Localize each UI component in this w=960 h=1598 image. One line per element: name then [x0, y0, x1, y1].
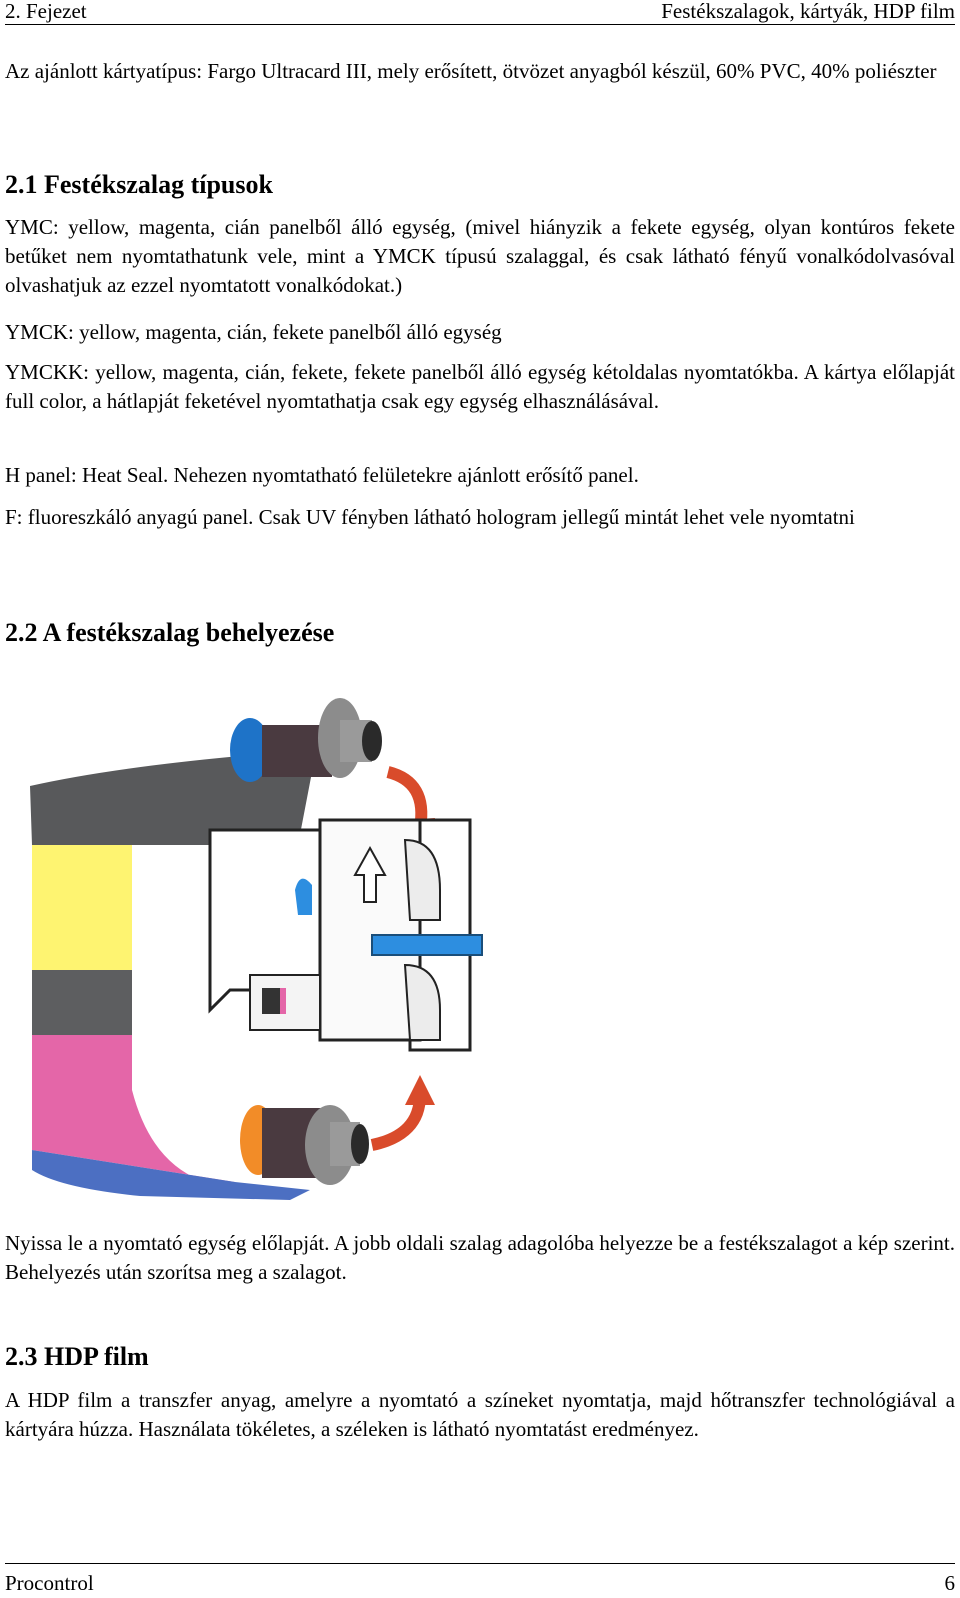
bottom-arrow-head	[405, 1075, 435, 1105]
top-blue-cap	[230, 718, 270, 782]
ribbon-installation-figure	[0, 690, 960, 1230]
spool-holder-upper	[403, 838, 441, 921]
page-number: 6	[944, 1571, 956, 1595]
h-panel-paragraph: H panel: Heat Seal. Nehezen nyomtatható …	[5, 463, 639, 487]
insertion-paragraph: Nyissa le a nyomtató egység előlapját. A…	[5, 1231, 955, 1284]
printer-front-panel	[318, 818, 422, 1042]
print-head-hook	[295, 878, 312, 915]
ribbon-magenta-panel	[32, 1035, 235, 1182]
page-header: 2. Fejezet Festékszalagok, kártyák, HDP …	[5, 0, 955, 25]
color-label-icon	[262, 988, 280, 1014]
blue-tab	[371, 934, 483, 956]
section-heading-2-1: 2.1 Festékszalag típusok	[5, 170, 273, 199]
top-spool-hole	[362, 721, 382, 761]
ribbon-black-panel-2	[32, 970, 132, 1035]
chapter-title: Festékszalagok, kártyák, HDP film	[661, 0, 955, 23]
f-panel-paragraph: F: fluoreszkáló anyagú panel. Csak UV fé…	[5, 505, 855, 529]
color-label-accent	[280, 988, 286, 1014]
section-heading-2-3: 2.3 HDP film	[5, 1342, 149, 1371]
chapter-label: 2. Fejezet	[5, 0, 87, 23]
page-footer: Procontrol 6	[5, 1563, 955, 1595]
hdp-film-paragraph: A HDP film a transzfer anyag, amelyre a …	[5, 1388, 955, 1441]
section-heading-2-2: 2.2 A festékszalag behelyezése	[5, 618, 335, 647]
ymck-paragraph: YMCK: yellow, magenta, cián, fekete pane…	[5, 320, 502, 344]
ymckk-paragraph: YMCKK: yellow, magenta, cián, fekete, fe…	[5, 360, 955, 413]
spool-holder-lower	[403, 963, 441, 1041]
company-name: Procontrol	[5, 1571, 94, 1595]
bottom-spool-hole	[351, 1124, 369, 1164]
ribbon-cyan-panel	[32, 1150, 310, 1200]
ymc-paragraph: YMC: yellow, magenta, cián panelből álló…	[5, 215, 955, 297]
ribbon-diagram	[30, 698, 483, 1200]
intro-paragraph: Az ajánlott kártyatípus: Fargo Ultracard…	[5, 59, 937, 83]
ribbon-yellow-panel	[32, 845, 132, 970]
up-arrow-icon	[353, 845, 387, 903]
